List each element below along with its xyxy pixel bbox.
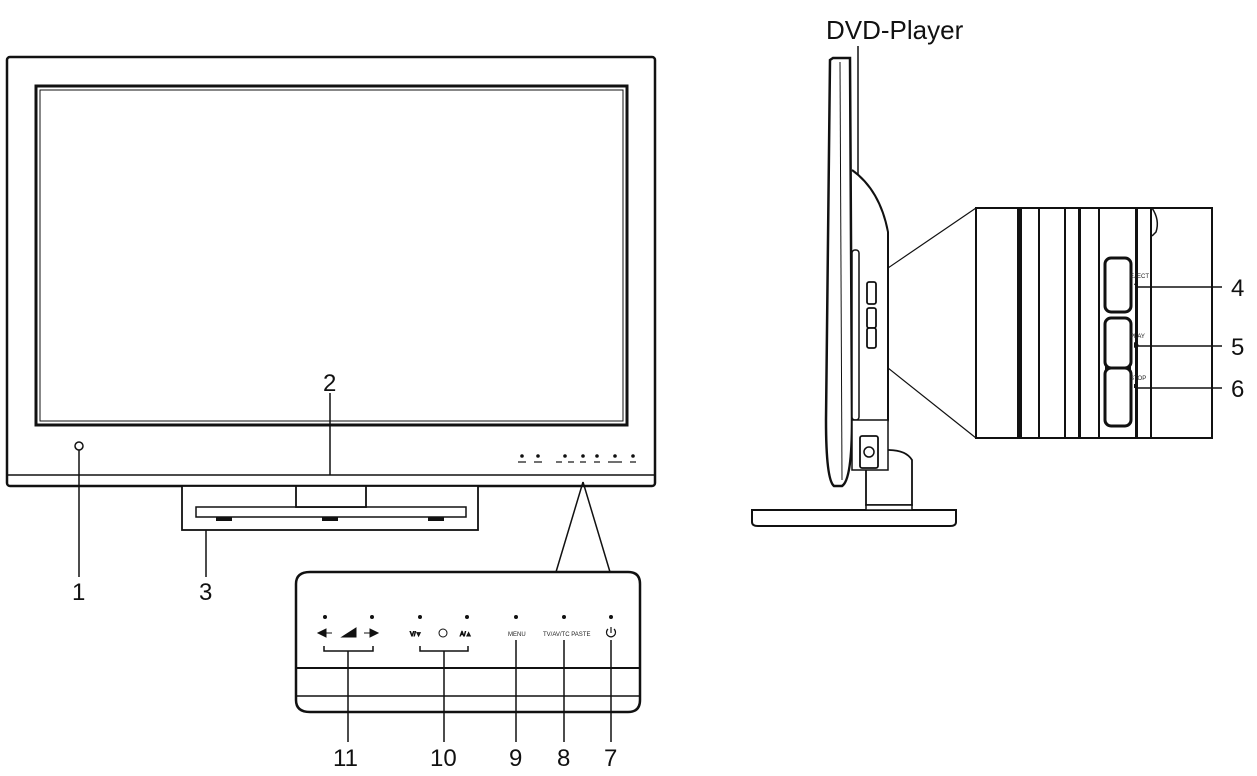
power-led-icon <box>74 441 84 451</box>
panel-button-dots <box>323 615 613 619</box>
eject-button <box>1103 256 1133 314</box>
callout-numbers: 1 2 3 4 5 6 7 8 9 10 11 <box>72 275 1244 772</box>
tv-front-view <box>5 55 657 531</box>
play-button-label: PLAY <box>1130 334 1145 340</box>
eject-icon <box>1134 281 1138 285</box>
callout-2: 2 <box>323 370 336 397</box>
dvd-player-title: DVD-Player <box>826 15 964 45</box>
callout-7: 7 <box>604 745 617 772</box>
callout-4: 4 <box>1231 275 1244 302</box>
control-panel-zoom: V/▼ A/▲ MENU TV/AV/TC PASTE <box>294 481 642 742</box>
dvd-slot <box>851 249 860 421</box>
volume-ramp-icon <box>340 627 357 638</box>
callout-1: 1 <box>72 579 85 606</box>
tv-av-button-label: TV/AV/TC PASTE <box>543 632 590 638</box>
callout-10: 10 <box>430 745 457 772</box>
eject-button-label: EJECT <box>1130 274 1149 280</box>
power-icon <box>605 627 617 638</box>
side-eject-button <box>866 281 877 305</box>
stop-button <box>1103 366 1133 428</box>
side-panel-body <box>824 56 854 488</box>
channel-symbols: V/▼ A/▲ <box>410 628 472 639</box>
svg-text:V/▼: V/▼ <box>410 632 422 638</box>
volume-symbols <box>316 627 380 638</box>
callout-8: 8 <box>557 745 570 772</box>
stop-button-label: STOP <box>1130 376 1146 382</box>
tv-side-view: DVD-Player <box>751 15 1222 527</box>
control-panel-outline <box>294 570 642 714</box>
stop-icon <box>1134 384 1138 388</box>
bezel-button-marks <box>518 454 636 463</box>
play-icon <box>1134 342 1139 348</box>
side-connector <box>859 435 879 469</box>
callout-3: 3 <box>199 579 212 606</box>
side-zoom-box <box>975 207 1213 439</box>
side-stop-button <box>866 327 877 349</box>
callout-6: 6 <box>1231 376 1244 403</box>
zoom-box-vertical-lines <box>1017 208 1152 438</box>
play-button <box>1103 316 1133 370</box>
side-stand-base <box>751 509 957 527</box>
callout-5: 5 <box>1231 334 1244 361</box>
svg-text:A/▲: A/▲ <box>460 632 472 638</box>
source-icon <box>438 628 448 638</box>
side-play-button <box>866 307 877 329</box>
callout-11: 11 <box>333 745 358 772</box>
menu-button-label: MENU <box>508 632 526 638</box>
side-stand-neck <box>865 449 913 506</box>
callout-9: 9 <box>509 745 522 772</box>
tv-screen <box>34 84 629 427</box>
